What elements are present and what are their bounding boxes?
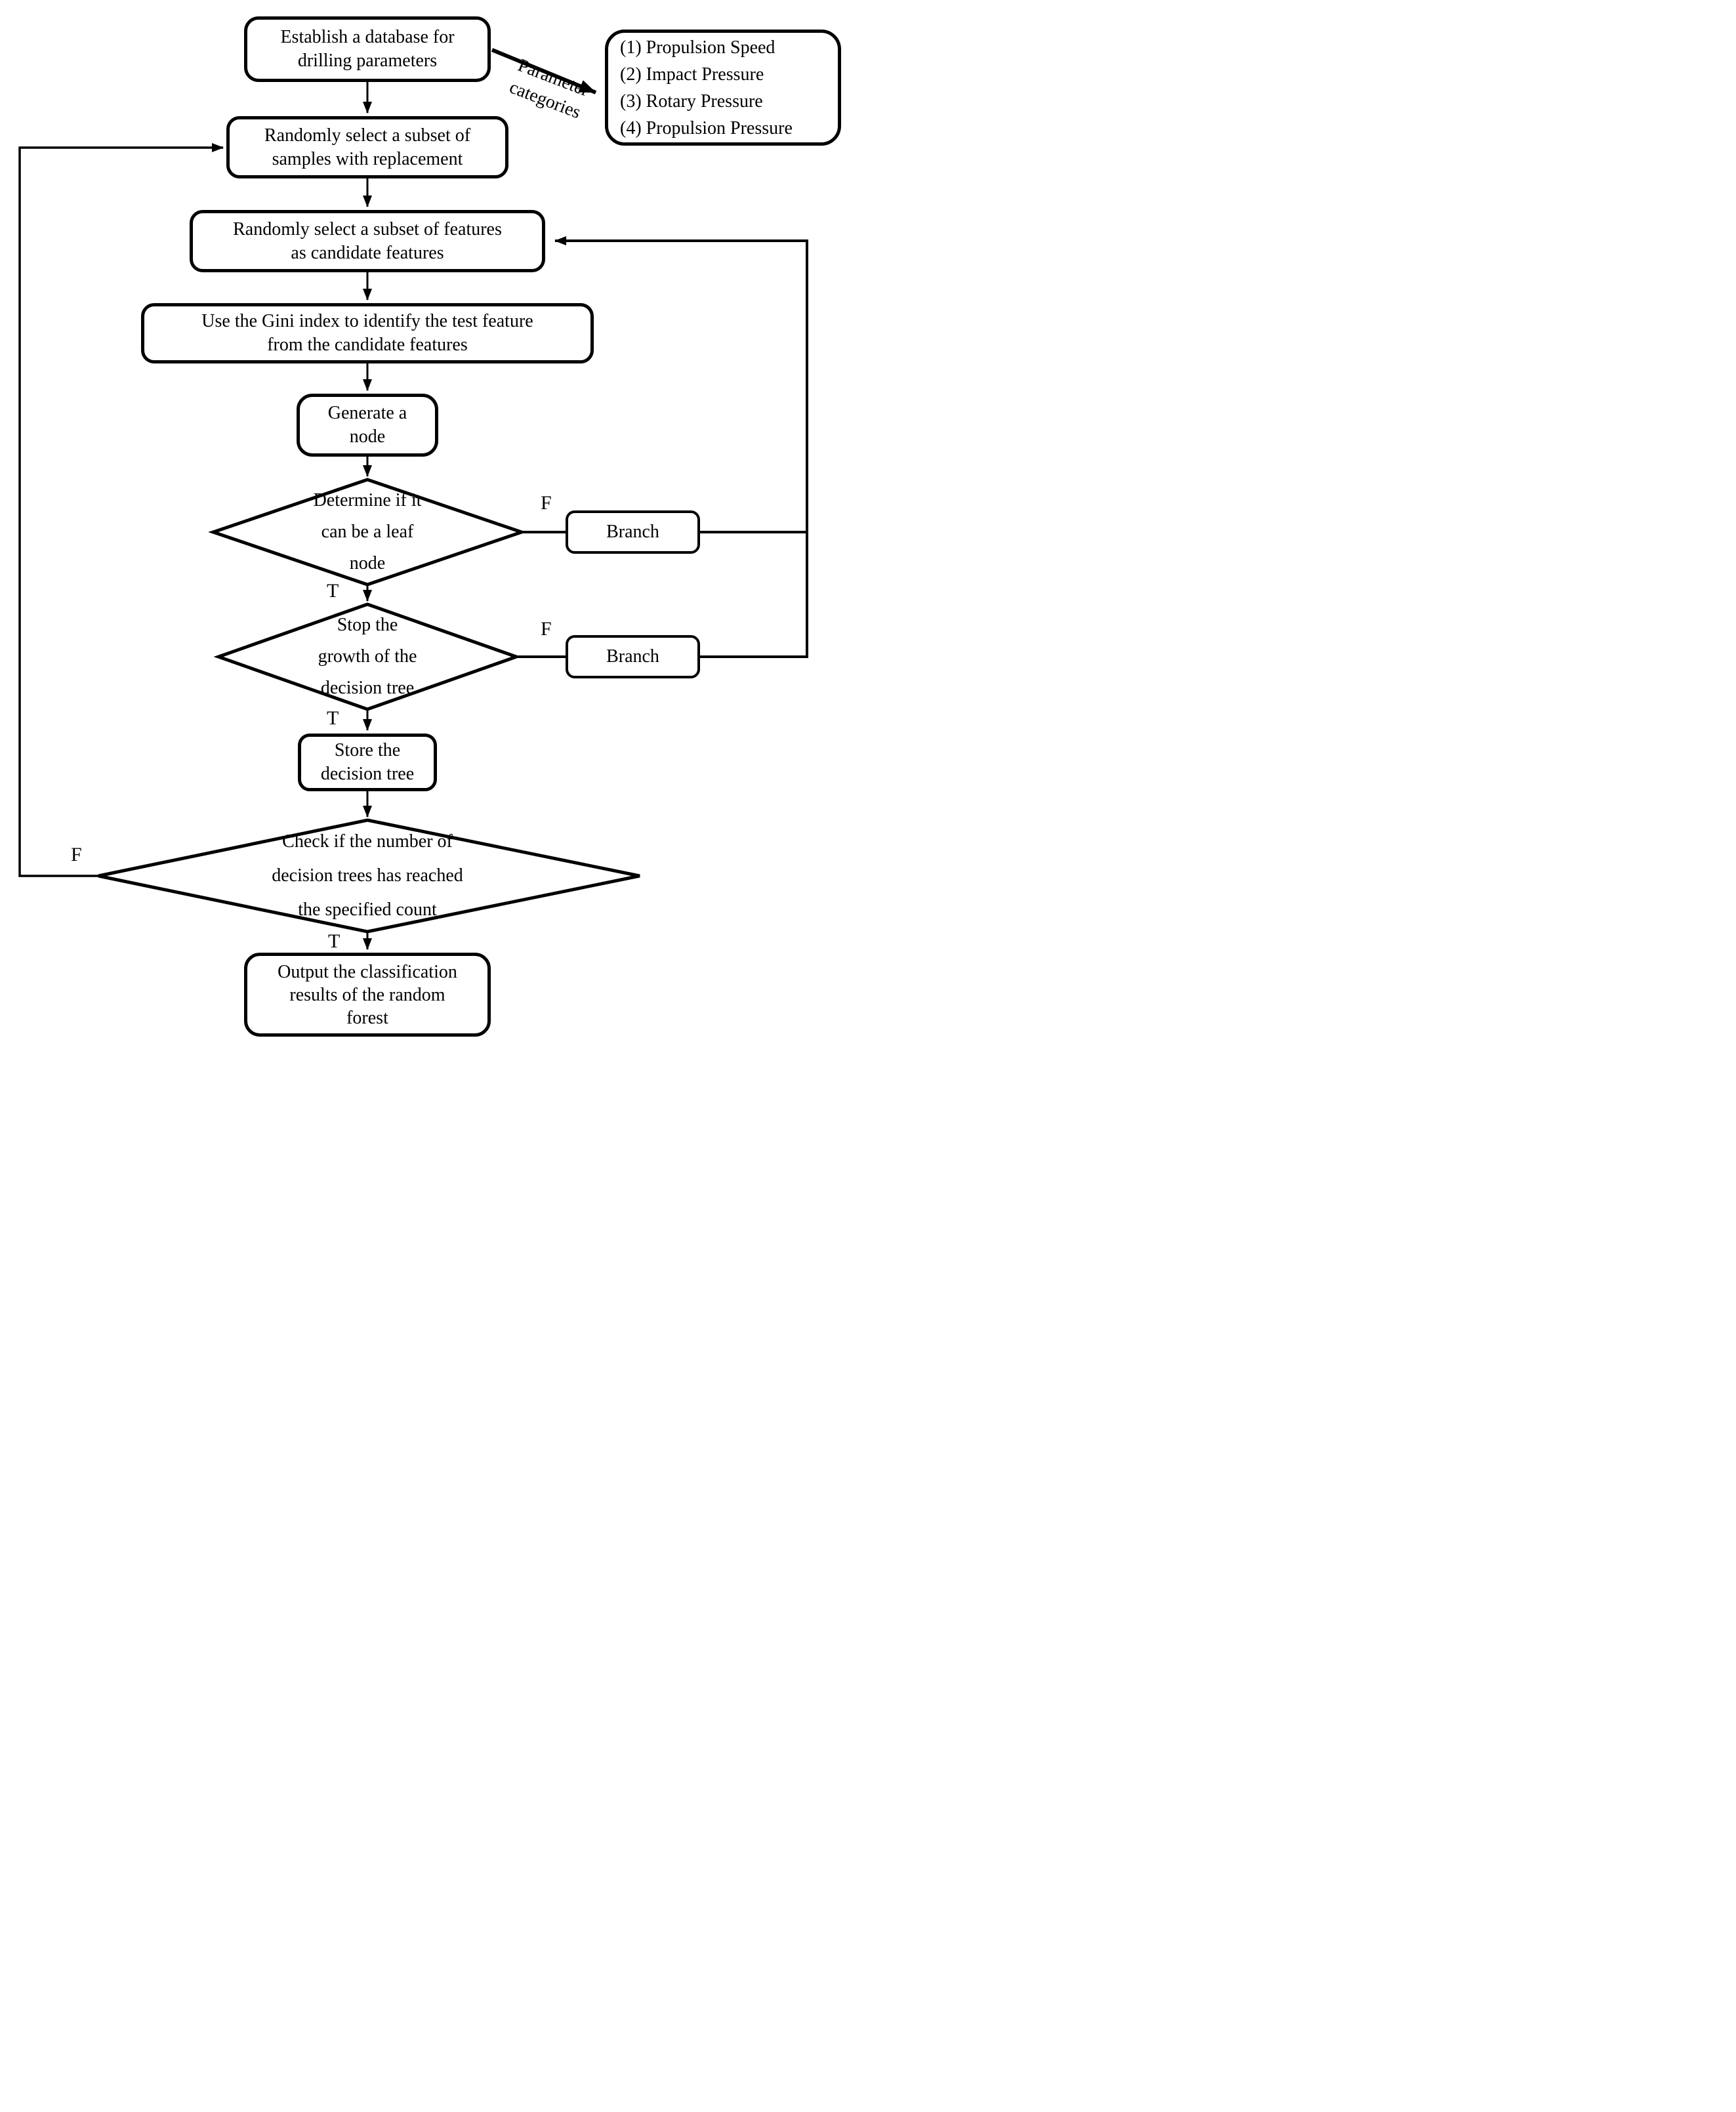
diamond-leaf-decision-line: Determine if it [313, 490, 422, 510]
node-establish-database: Establish a database for drilling parame… [244, 16, 491, 82]
node-output-result-line: Output the classification [278, 961, 457, 982]
node-generate-node-line: Generate a [327, 403, 407, 423]
parameter-item: (1) Propulsion Speed [620, 37, 775, 58]
node-generate-node: Generate a node [297, 394, 438, 457]
node-select-features: Randomly select a subset of features as … [190, 210, 545, 272]
node-select-samples-line: Randomly select a subset of [264, 125, 471, 146]
feedback-loop-left [18, 143, 224, 877]
diamond-leaf-decision-line: can be a leaf [321, 522, 414, 542]
label-leaf-false: F [541, 492, 552, 514]
node-gini-index-line: from the candidate features [267, 335, 468, 355]
diamond-leaf-decision [208, 478, 527, 587]
diamond-stop-decision-line: growth of the [318, 646, 417, 667]
parameter-item: (3) Rotary Pressure [620, 91, 763, 112]
parameter-item: (4) Propulsion Pressure [620, 117, 793, 138]
label-stop-true: T [327, 707, 339, 729]
label-stop-false: F [541, 618, 552, 640]
diamond-stop-decision-line: decision tree [320, 678, 415, 698]
parameter-item: (2) Impact Pressure [620, 64, 764, 85]
connector-layer [18, 48, 808, 950]
node-gini-index-line: Use the Gini index to identify the test … [201, 311, 533, 331]
node-branch-lower-label: Branch [606, 646, 659, 667]
diamond-count-decision-line: the specified count [298, 900, 437, 920]
node-output-result-line: forest [346, 1007, 388, 1028]
diamond-stop-decision [213, 602, 522, 711]
node-select-samples-line: samples with replacement [272, 148, 463, 169]
diamond-count-decision-text: Check if the number of decision trees ha… [249, 825, 486, 927]
node-output-result: Output the classification results of the… [244, 953, 491, 1037]
node-store-tree-line: decision tree [320, 764, 415, 784]
node-select-features-line: as candidate features [291, 242, 444, 263]
diamond-stop-decision-line: Stop the [337, 615, 398, 635]
node-gini-index: Use the Gini index to identify the test … [141, 303, 594, 363]
label-count-false: F [71, 844, 82, 865]
diamond-count-decision [98, 818, 640, 934]
node-store-tree: Store the decision tree [298, 734, 437, 791]
diamond-leaf-decision-line: node [349, 553, 386, 573]
node-output-result-line: results of the random [289, 984, 445, 1005]
node-branch-upper-label: Branch [606, 522, 659, 542]
node-establish-database-line: Establish a database for [280, 27, 455, 47]
node-branch-upper: Branch [566, 510, 700, 554]
label-leaf-true: T [327, 580, 339, 602]
feedback-rail-right [554, 236, 808, 658]
arrow-parameter-categories [491, 48, 597, 94]
node-establish-database-line: drilling parameters [297, 51, 438, 71]
diamond-count-decision-line: Check if the number of [282, 831, 453, 852]
flowchart-canvas: Establish a database for drilling parame… [0, 0, 868, 1056]
node-select-features-line: Randomly select a subset of features [233, 218, 502, 239]
node-select-samples: Randomly select a subset of samples with… [226, 116, 508, 178]
label-count-true: T [328, 930, 341, 952]
node-generate-node-line: node [349, 426, 386, 447]
diamond-count-decision-line: decision trees has reached [272, 865, 463, 886]
node-branch-lower: Branch [566, 635, 700, 678]
diamond-stop-decision-text: Stop the growth of the decision tree [269, 610, 466, 704]
node-parameter-categories: (1) Propulsion Speed (2) Impact Pressure… [605, 30, 841, 146]
node-store-tree-line: Store the [334, 740, 401, 760]
diamond-leaf-decision-text: Determine if it can be a leaf node [269, 485, 466, 579]
